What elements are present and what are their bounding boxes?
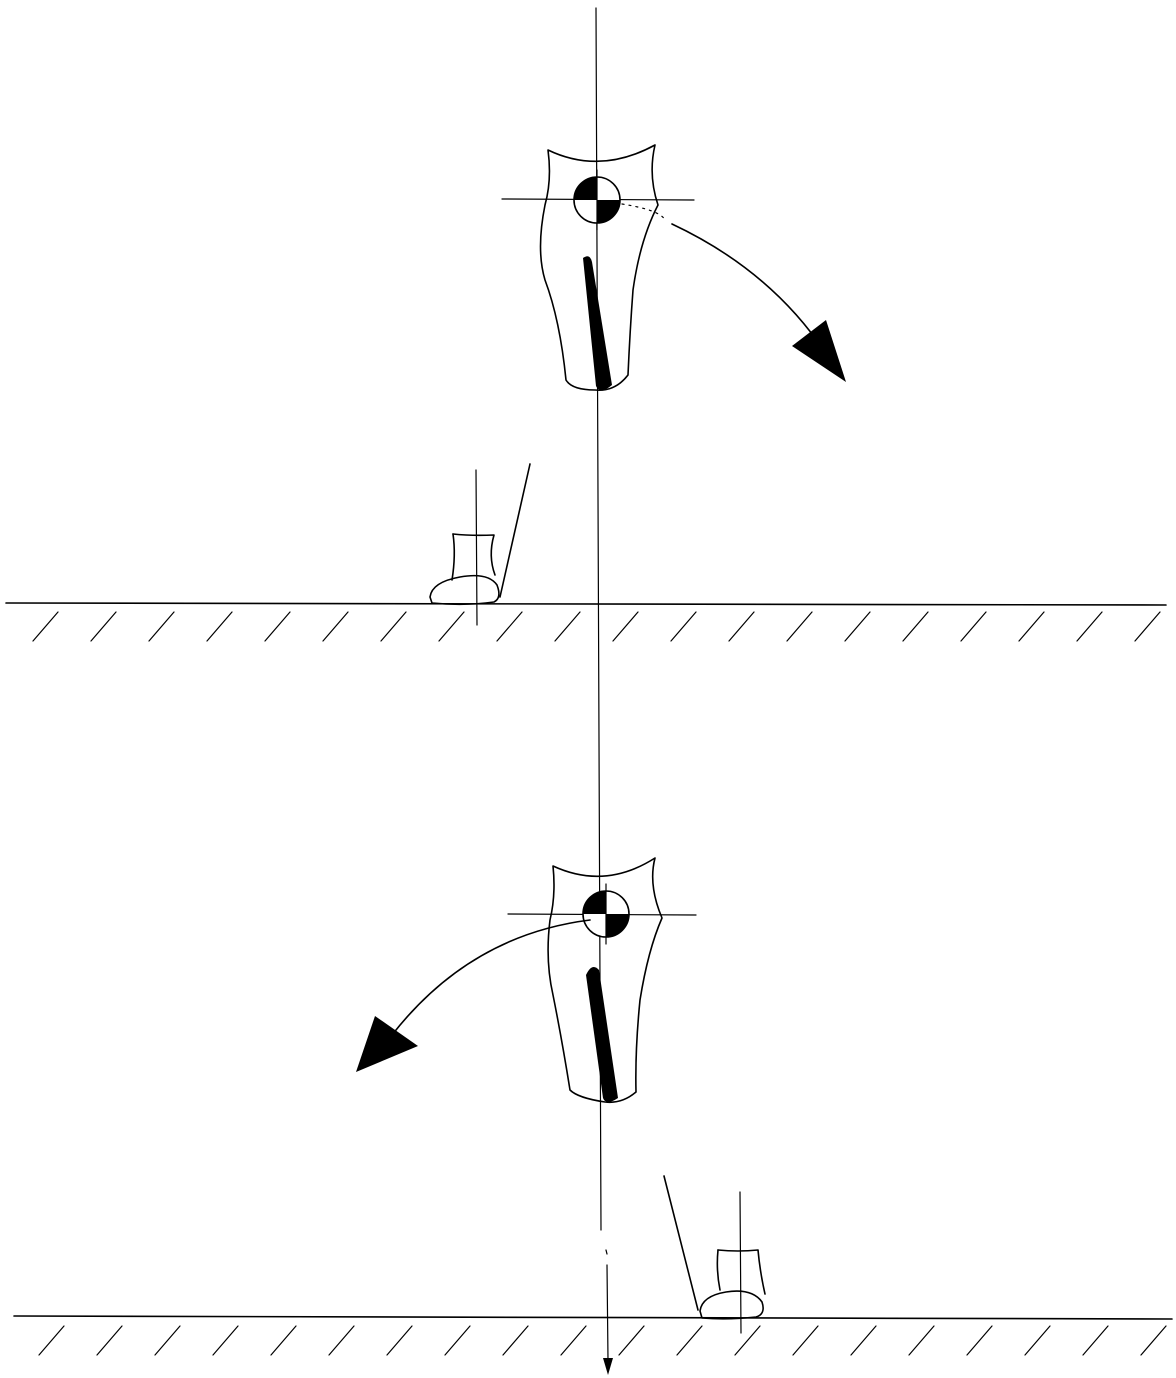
- top-ground-icon: [5, 602, 1167, 642]
- bottom-panel: [13, 857, 1173, 1356]
- bottom-limb-segment: [547, 857, 663, 1104]
- bottom-foot-icon: [663, 1175, 766, 1334]
- bottom-center-of-mass-icon: [507, 883, 697, 945]
- top-foot-icon: [429, 463, 531, 626]
- top-center-of-mass-icon: [501, 169, 695, 231]
- top-limb-segment: [539, 144, 659, 392]
- bottom-ground-icon: [13, 1315, 1173, 1356]
- bottom-rotation-arrow-icon: [356, 919, 591, 1072]
- top-panel: [5, 144, 1167, 642]
- top-rotation-arrow-icon: [621, 203, 846, 382]
